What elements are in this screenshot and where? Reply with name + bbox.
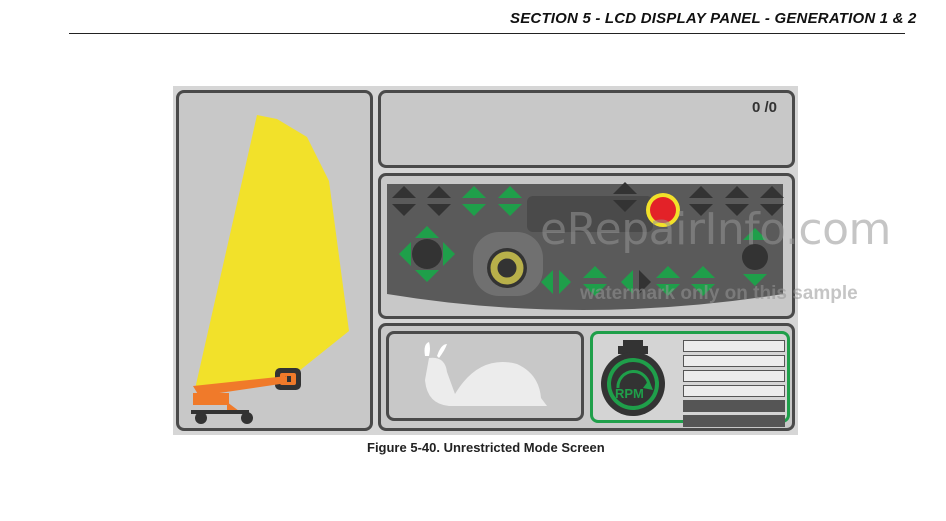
function-arrow-icon-7 [725,186,749,216]
function-arrow-icon-3 [462,186,486,216]
drive-joystick-icon [396,223,458,285]
function-panel [378,173,795,319]
watermark-subtext: watermark only on this sample [580,283,858,304]
snail-icon [424,342,547,406]
machine-base-icon [191,376,287,424]
function-arrow-icon-5 [613,182,637,212]
lcd-screen-figure: 0 /0 [173,86,798,435]
function-arrow-icon-1 [392,186,416,216]
bottom-arrow-icon-2 [621,270,651,294]
platform-icon [275,368,301,390]
function-arrow-icon-6 [689,186,713,216]
envelope-graphic [191,115,349,424]
function-arrow-icon-4 [498,186,522,216]
watermark-text: eRepairInfo.com [540,204,891,255]
mode-panel: RPM [378,323,795,431]
work-envelope-shape [195,115,349,389]
rpm-icon [601,340,665,416]
creep-speed-panel [386,331,584,421]
figure-caption: Figure 5-40. Unrestricted Mode Screen [367,440,605,455]
function-graphic [387,182,784,310]
envelope-panel [176,90,373,431]
rpm-level-bars [683,340,785,427]
bottom-arrow-icon-1 [583,266,607,296]
counter-readout: 0 /0 [751,99,777,116]
bottom-arrow-icon-4 [691,266,715,296]
rpm-label: RPM [615,386,644,401]
swing-arrow-icon [541,270,571,294]
function-arrow-icon-8 [760,186,784,216]
boom-joystick-icon [733,226,777,288]
center-dial-icon [473,232,543,296]
header-rule [69,33,905,34]
bottom-arrow-icon-3 [656,266,680,296]
rpm-panel: RPM [590,331,790,427]
section-header: SECTION 5 - LCD DISPLAY PANEL - GENERATI… [510,10,917,27]
function-arrow-icon-2 [427,186,451,216]
message-panel: 0 /0 [378,90,795,168]
